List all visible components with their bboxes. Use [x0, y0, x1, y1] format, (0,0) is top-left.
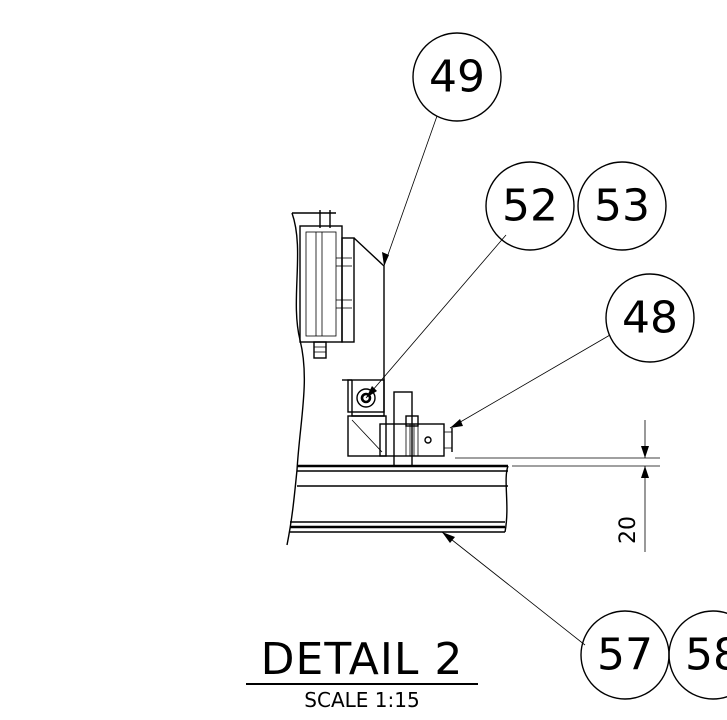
- balloon-52-label: 52: [502, 181, 558, 232]
- leader-lines: [365, 115, 611, 646]
- balloon-52: 52: [485, 161, 575, 251]
- dimension-20: 20: [455, 420, 660, 552]
- detail-title: DETAIL 2: [261, 634, 464, 685]
- balloon-48-label: 48: [622, 293, 678, 344]
- balloon-58: 58: [668, 610, 727, 700]
- balloon-58-label: 58: [685, 630, 727, 681]
- dimension-value: 20: [616, 516, 641, 544]
- rail-beam: [290, 464, 509, 533]
- balloon-49: 49: [412, 32, 502, 122]
- balloon-53: 53: [577, 161, 667, 251]
- balloon-53-label: 53: [594, 181, 650, 232]
- balloon-49-label: 49: [429, 52, 485, 103]
- balloon-57-label: 57: [597, 630, 653, 681]
- detail-title-block: DETAIL 2 SCALE 1:15: [246, 634, 478, 712]
- detail-scale: SCALE 1:15: [304, 688, 419, 712]
- frame-assembly: [286, 210, 453, 546]
- balloon-48: 48: [605, 273, 695, 363]
- balloon-57: 57: [580, 610, 670, 700]
